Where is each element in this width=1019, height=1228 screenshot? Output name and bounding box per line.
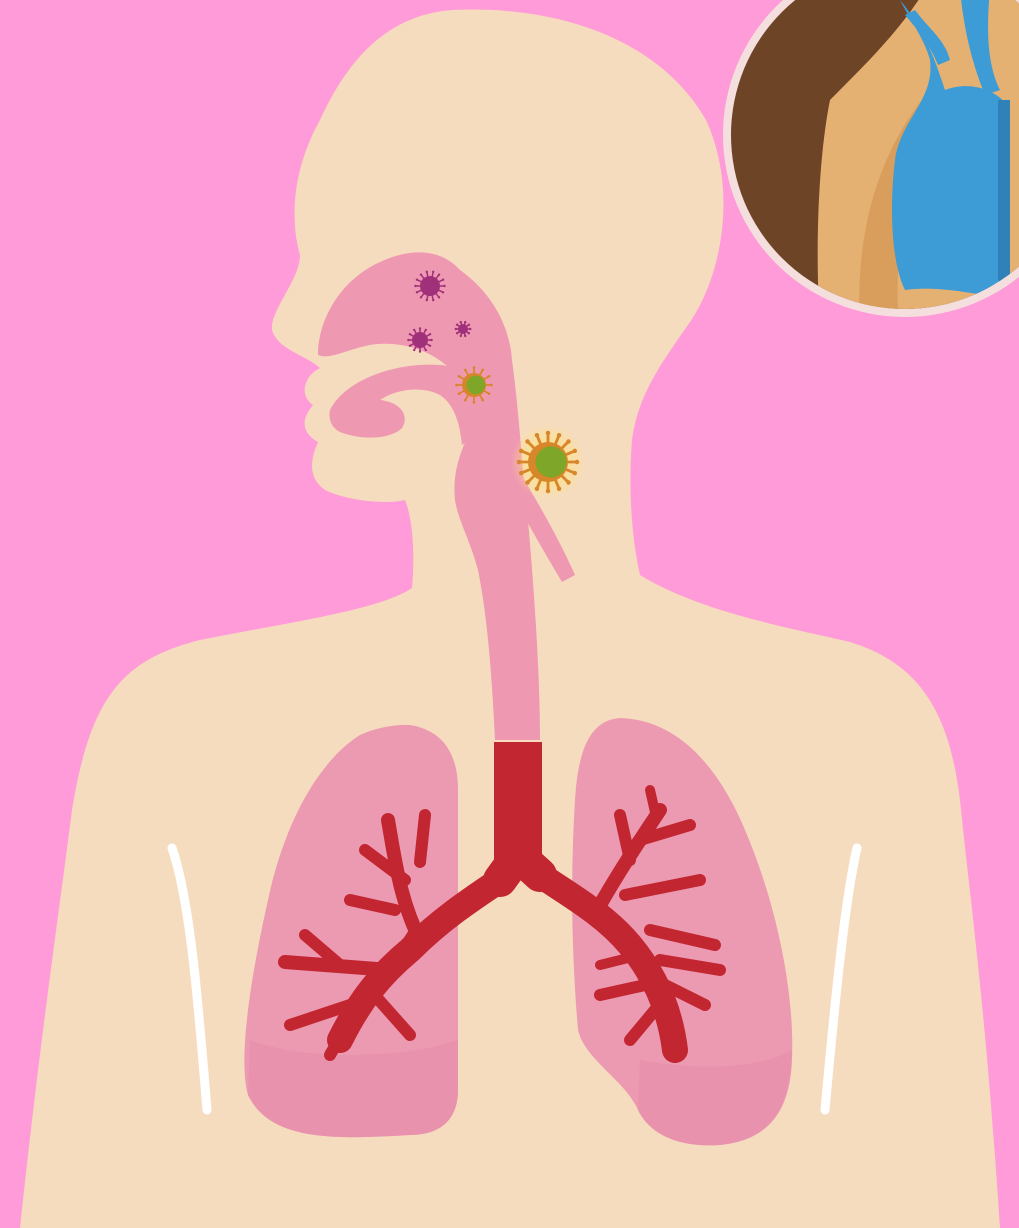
green-virus-icon	[510, 424, 586, 500]
